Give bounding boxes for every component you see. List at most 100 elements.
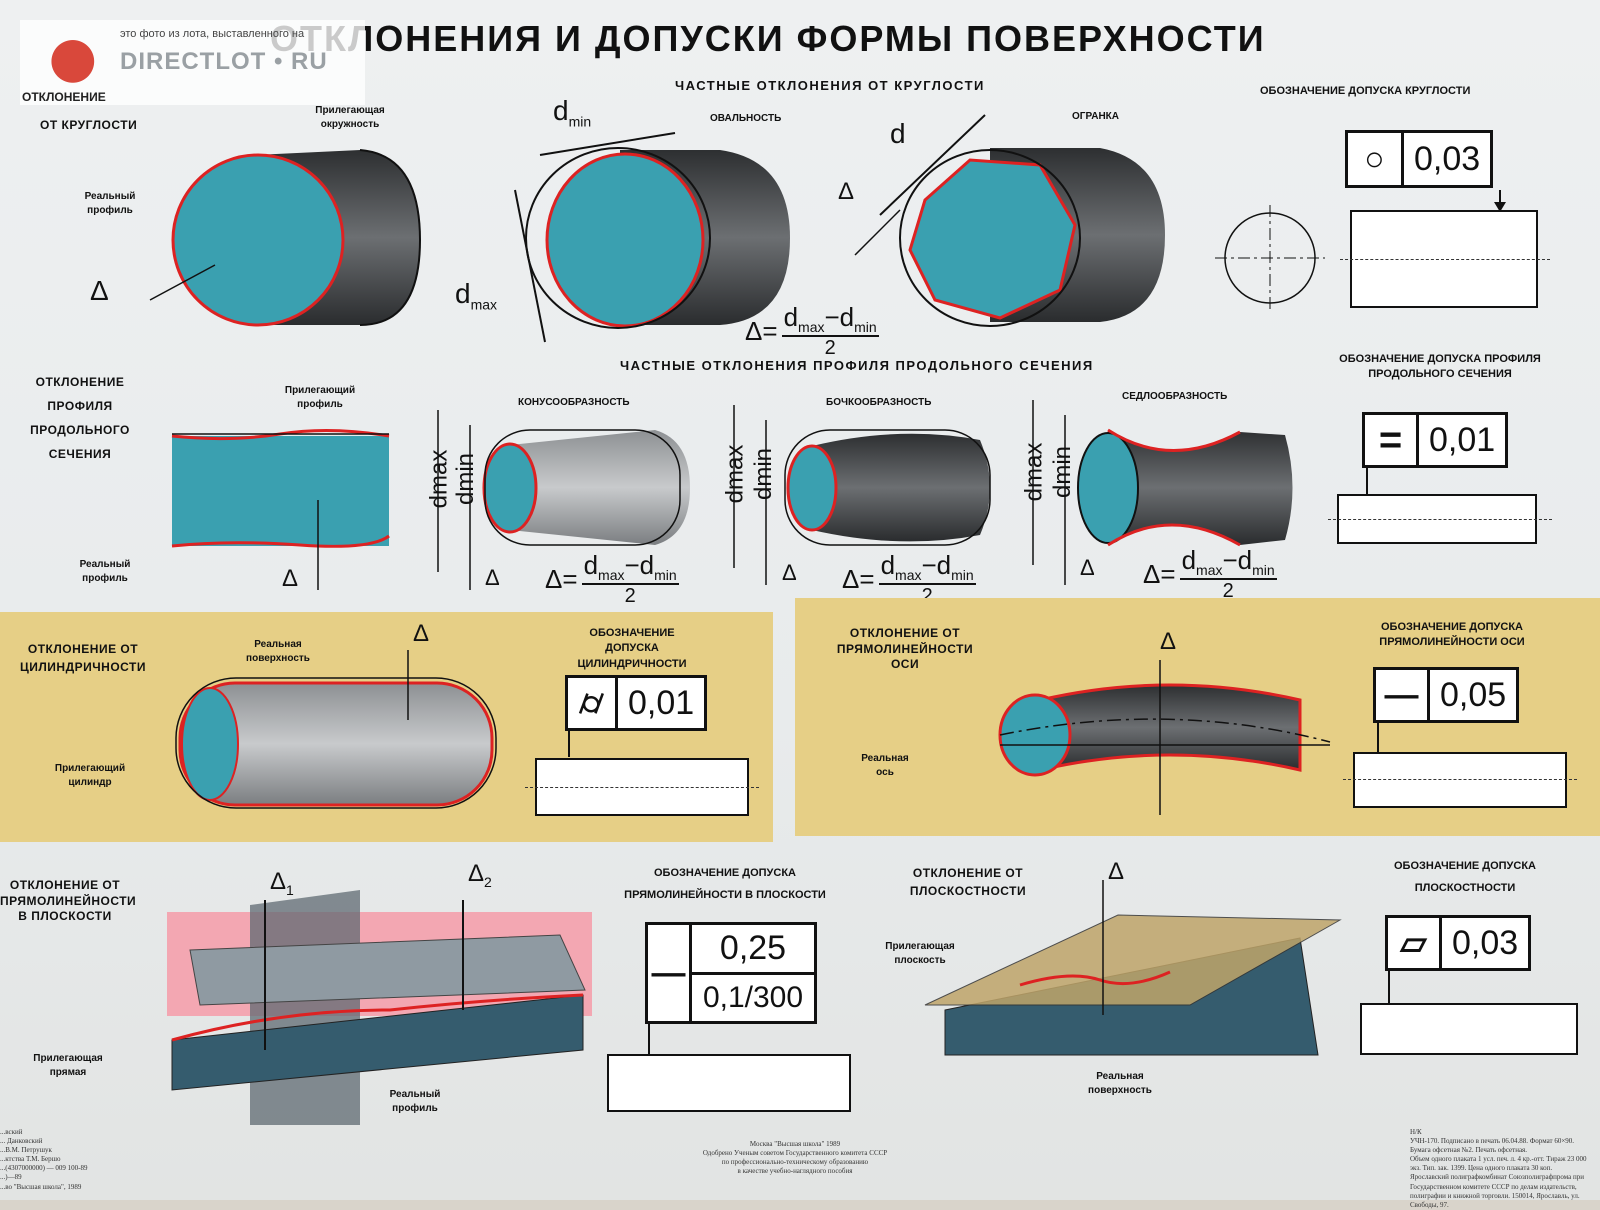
cylindricity-leader xyxy=(568,731,570,757)
d-dimension xyxy=(879,114,986,216)
partial-profile-heading: ЧАСТНЫЕ ОТКЛОНЕНИЯ ПРОФИЛЯ ПРОДОЛЬНОГО С… xyxy=(620,358,1094,373)
straightness-values: 0,25 0,1/300 xyxy=(692,925,814,1021)
profile-equal-symbol-icon: = xyxy=(1365,415,1419,465)
saddle-cylinder xyxy=(1032,400,1293,585)
straightness-tol-value-1: 0,25 xyxy=(692,925,814,975)
delta2-label: Δ2 xyxy=(468,860,492,890)
footer-right: Н/К УЧН-170. Подписано в печать 06.04.88… xyxy=(1410,1128,1587,1209)
row1-drawings xyxy=(149,114,1506,343)
row3-drawings xyxy=(175,650,1331,815)
roundness-leader-arrow-icon xyxy=(1494,202,1506,212)
adjacent-cylinder-label: Прилегающий цилиндр xyxy=(54,763,126,788)
faceting-label: ОГРАНКА xyxy=(1072,111,1120,122)
straightness-tol-value-2: 0,1/300 xyxy=(702,980,804,1014)
delta-label-faceting: Δ xyxy=(838,178,855,205)
ovality-label: ОВАЛЬНОСТЬ xyxy=(710,113,782,124)
axis-leader xyxy=(1377,723,1379,753)
barrel-label: БОЧКООБРАЗНОСТЬ xyxy=(826,397,932,408)
dmin-dimension xyxy=(539,132,676,156)
adjacent-plane-label: Прилегающая плоскость xyxy=(885,941,955,966)
roundness-title: ОТ КРУГЛОСТИ xyxy=(40,118,138,132)
real-profile-label-3: Реальный профиль xyxy=(389,1089,441,1114)
saddle-delta-label: Δ xyxy=(1080,555,1095,580)
axis-part xyxy=(1353,752,1567,808)
barrel-delta-label: Δ xyxy=(782,560,797,585)
roundness-tolerance-frame: ○ 0,03 xyxy=(1345,130,1494,188)
dmin-label: dmin xyxy=(553,95,592,130)
profile-part-axis xyxy=(1328,519,1552,520)
cone-delta-label: Δ xyxy=(485,565,500,590)
axis-tol-title: ОБОЗНАЧЕНИЕ ДОПУСКА ПРЯМОЛИНЕЙНОСТИ ОСИ xyxy=(1379,621,1525,649)
cylindricity-delta-label: Δ xyxy=(413,620,430,647)
flatness-part xyxy=(1360,1003,1578,1055)
adjacent-line-label: Прилегающая прямая xyxy=(33,1053,103,1078)
squirrel-logo-icon xyxy=(48,38,110,90)
cylindricity-tol-value: 0,01 xyxy=(628,683,695,722)
straightness-symbol-icon-2: — xyxy=(648,925,692,1021)
straightness-tol-title: ОБОЗНАЧЕНИЕ ДОПУСКА ПРЯМОЛИНЕЙНОСТИ В ПЛ… xyxy=(624,867,826,901)
adjacent-circle-label: Прилегающая окружность xyxy=(315,105,385,130)
real-profile-label-2: Реальный профиль xyxy=(79,559,131,584)
flatness-delta-label: Δ xyxy=(1108,858,1125,885)
roundness-circle-drawing xyxy=(1215,205,1325,312)
cylindricity-symbol-icon: ⌭ xyxy=(568,678,618,728)
profile-tol-title: ОБОЗНАЧЕНИЕ ДОПУСКА ПРОФИЛЯ ПРОДОЛЬНОГО … xyxy=(1339,353,1541,381)
cone-label: КОНУСООБРАЗНОСТЬ xyxy=(518,397,630,408)
delta-label-profile: Δ xyxy=(282,565,299,592)
real-surface-label-1: Реальная поверхность xyxy=(246,639,310,664)
d-label: d xyxy=(890,118,906,149)
cylindricity-title: ОТКЛОНЕНИЕ ОТ ЦИЛИНДРИЧНОСТИ xyxy=(19,642,147,674)
watermark: это фото из лота, выставленного на DIREC… xyxy=(20,20,365,105)
watermark-brand: DIRECTLOT • RU xyxy=(120,48,328,75)
delta-arrow-1 xyxy=(149,264,216,301)
watermark-subtitle: ОТКЛОНЕНИЕ xyxy=(22,90,106,104)
ovality-cylinder xyxy=(525,147,790,329)
adjacent-profile-label: Прилегающий профиль xyxy=(284,385,356,410)
axis-part-axis xyxy=(1343,779,1577,780)
saddle-label: СЕДЛООБРАЗНОСТЬ xyxy=(1122,391,1228,402)
roundness-cylinder xyxy=(171,149,422,327)
profile-tolerance-frame: = 0,01 xyxy=(1362,412,1509,468)
delta-label-1: Δ xyxy=(90,275,109,306)
dmax-label: dmax xyxy=(455,278,498,313)
cylindricity-tol-title: ОБОЗНАЧЕНИЕ ДОПУСКА ЦИЛИНДРИЧНОСТИ xyxy=(577,627,687,670)
watermark-note: это фото из лота, выставленного на xyxy=(120,28,305,40)
partial-roundness-heading: ЧАСТНЫЕ ОТКЛОНЕНИЯ ОТ КРУГЛОСТИ xyxy=(675,78,985,93)
straightness-block xyxy=(167,890,592,1125)
roundness-symbol-icon: ○ xyxy=(1348,133,1404,185)
axis-tol-value: 0,05 xyxy=(1440,675,1507,714)
flatness-symbol-icon: ▱ xyxy=(1388,918,1442,968)
profile-tol-value: 0,01 xyxy=(1429,420,1496,459)
real-surface-label-2: Реальная поверхность xyxy=(1088,1071,1152,1096)
straightness-leader xyxy=(648,1024,650,1054)
bent-axis-cylinder xyxy=(998,660,1331,815)
real-axis-label: Реальная ось xyxy=(861,753,909,778)
axis-delta-label: Δ xyxy=(1160,628,1177,655)
real-profile-label-1: Реальный профиль xyxy=(84,191,136,216)
flatness-leader xyxy=(1388,971,1390,1003)
delta1-label: Δ1 xyxy=(270,868,294,898)
profile-section-title: ОТКЛОНЕНИЕ ПРОФИЛЯ ПРОДОЛЬНОГО СЕЧЕНИЯ xyxy=(30,375,130,461)
flatness-tol-value: 0,03 xyxy=(1452,923,1519,962)
flatness-tolerance-frame: ▱ 0,03 xyxy=(1385,915,1532,971)
roundness-part-axis xyxy=(1340,259,1550,260)
faceting-cylinder xyxy=(899,148,1165,327)
footer-center: Москва "Высшая школа" 1989 Одобрено Учен… xyxy=(702,1140,888,1176)
flatness-title: ОТКЛОНЕНИЕ ОТ ПЛОСКОСТНОСТИ xyxy=(909,866,1027,898)
poster-title: ОТКЛОНЕНИЯ И ДОПУСКИ ФОРМЫ ПОВЕРХНОСТИ xyxy=(270,18,1266,59)
straightness-part xyxy=(607,1054,851,1112)
profile-section-block xyxy=(171,428,390,590)
axis-tolerance-frame: — 0,05 xyxy=(1373,667,1520,723)
roundness-tol-value: 0,03 xyxy=(1414,139,1481,178)
axis-straightness-title: ОТКЛОНЕНИЕ ОТ ПРЯМОЛИНЕЙНОСТИ ОСИ xyxy=(836,626,974,672)
roundness-tol-title: ОБОЗНАЧЕНИЕ ДОПУСКА КРУГЛОСТИ xyxy=(1260,85,1471,97)
cone-cylinder xyxy=(437,410,690,590)
plane-straightness-title: ОТКЛОНЕНИЕ ОТ ПРЯМОЛИНЕЙНОСТИ В ПЛОСКОСТ… xyxy=(0,878,137,924)
row4-drawings xyxy=(167,880,1342,1125)
footer-left: ...вский ... Данковский ...В.М. Петрушук… xyxy=(0,1128,88,1191)
barrel-cylinder xyxy=(733,405,991,585)
cylindricity-cylinder xyxy=(175,650,497,809)
